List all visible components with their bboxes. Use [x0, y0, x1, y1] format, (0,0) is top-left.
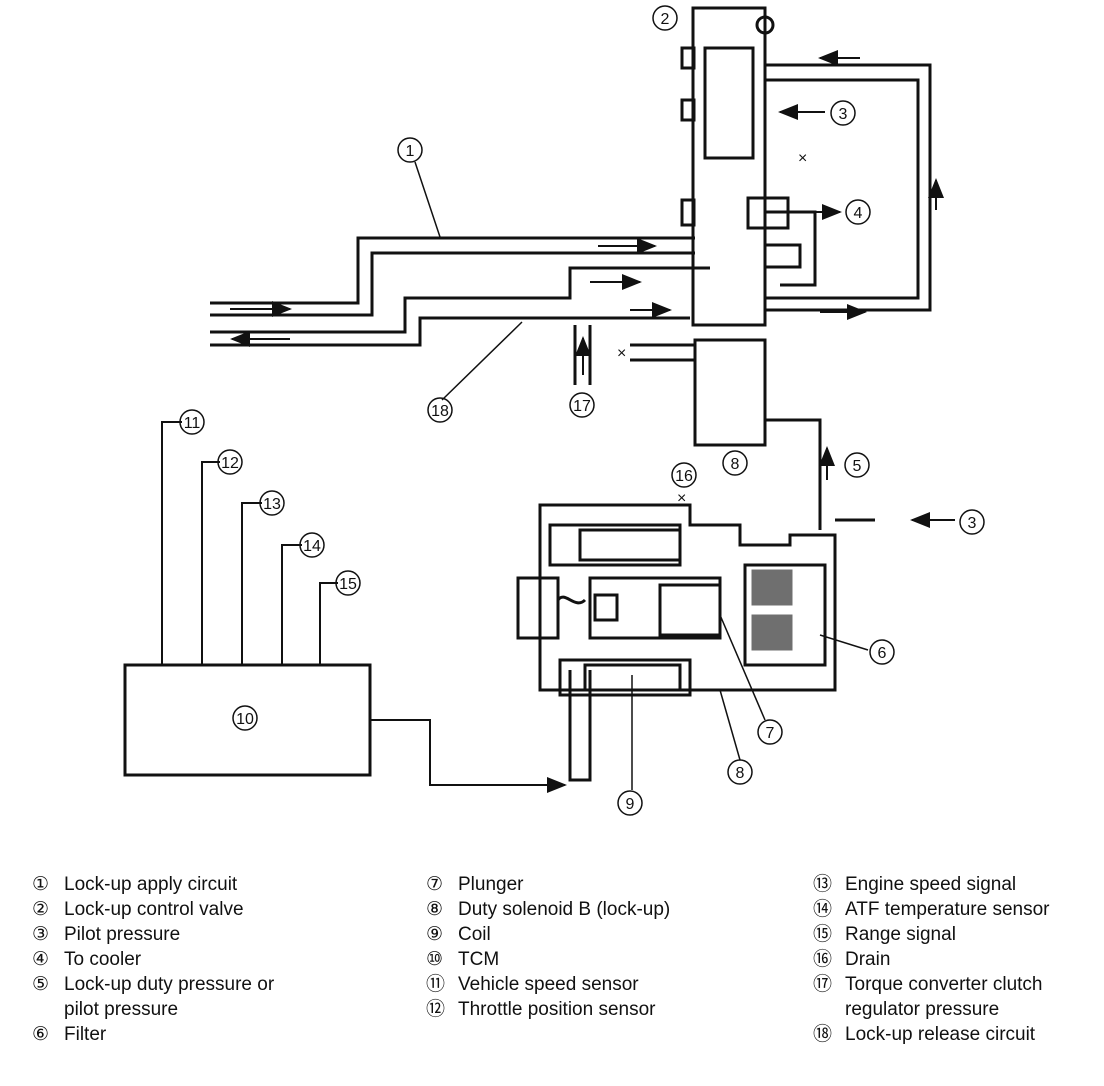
callout-8a: 8	[722, 450, 748, 476]
svg-text:2: 2	[661, 11, 670, 28]
svg-text:×: ×	[798, 150, 807, 167]
callout-9: 9	[617, 790, 643, 816]
lockup-apply-circuit	[210, 236, 695, 317]
callout-5: 5	[844, 452, 870, 478]
legend-item-cont: pilot pressure	[64, 999, 179, 1020]
svg-text:7: 7	[766, 725, 775, 742]
svg-text:6: 6	[878, 645, 887, 662]
legend-item-cont: regulator pressure	[845, 999, 1000, 1020]
svg-text:3: 3	[839, 106, 848, 123]
lockup-control-valve	[680, 6, 802, 327]
callout-11: 11	[179, 409, 205, 435]
svg-text:10: 10	[236, 711, 254, 728]
svg-text:3: 3	[968, 515, 977, 532]
callout-13: 13	[259, 490, 285, 516]
callout-2: 2	[652, 5, 678, 31]
callout-4: 4	[845, 199, 871, 225]
svg-text:12: 12	[221, 455, 239, 472]
svg-text:14: 14	[303, 538, 321, 555]
callout-10: 10	[232, 705, 258, 731]
callout-7: 7	[757, 719, 783, 745]
svg-text:8: 8	[731, 456, 740, 473]
callout-1: 1	[397, 137, 423, 163]
svg-text:16: 16	[675, 468, 693, 485]
svg-text:17: 17	[573, 398, 591, 415]
svg-text:×: ×	[677, 490, 686, 507]
callout-12: 12	[217, 449, 243, 475]
svg-text:4: 4	[854, 205, 863, 222]
filter	[743, 563, 827, 667]
callout-3b: 3	[959, 509, 985, 535]
svg-text:9: 9	[626, 796, 635, 813]
lockup-release-circuit	[210, 266, 710, 347]
svg-text:1: 1	[406, 143, 415, 160]
svg-text:5: 5	[853, 458, 862, 475]
callout-15: 15	[335, 570, 361, 596]
svg-text:11: 11	[184, 415, 201, 432]
svg-text:13: 13	[263, 496, 281, 513]
callout-16: 16	[671, 462, 697, 488]
callout-6: 6	[869, 639, 895, 665]
callout-8b: 8	[727, 759, 753, 785]
lockup-hydraulic-diagram: × × × 1 2 3 4 5 3 6 7 8 8 9 10 11 12 13 …	[123, 5, 985, 816]
duty-solenoid-b	[516, 503, 837, 697]
callout-17: 17	[569, 392, 595, 418]
callout-14: 14	[299, 532, 325, 558]
callout-3a: 3	[830, 100, 856, 126]
svg-text:15: 15	[339, 576, 357, 593]
svg-text:18: 18	[431, 403, 449, 420]
callout-18: 18	[427, 397, 453, 423]
svg-text:8: 8	[736, 765, 745, 782]
svg-text:×: ×	[617, 345, 626, 362]
